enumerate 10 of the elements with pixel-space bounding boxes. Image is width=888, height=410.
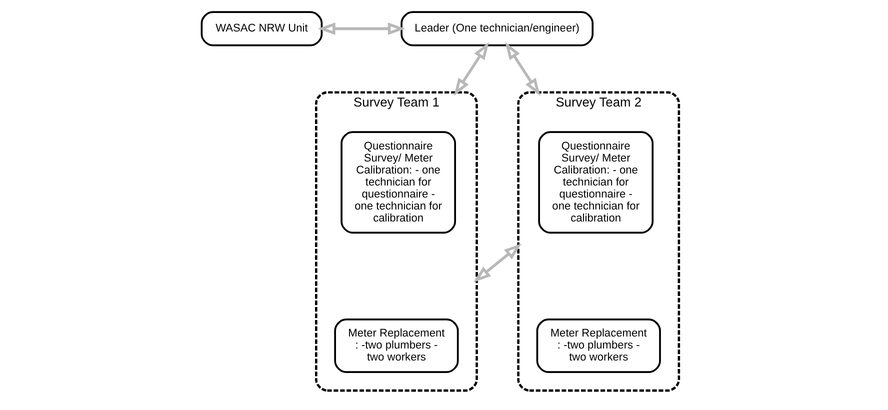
node-box: Questionnaire Survey/ Meter Calibration: - one technician for questionnaire - one technician for calibration (340, 131, 456, 234)
arrow (318, 22, 406, 35)
arrow (474, 243, 522, 282)
arrow (454, 42, 489, 96)
node-box: WASAC NRW Unit (200, 11, 323, 46)
node-box: Meter Replacement : -two plumbers - two workers (536, 318, 661, 373)
node-box: Meter Replacement : -two plumbers - two workers (334, 318, 459, 373)
arrow (505, 42, 540, 96)
node-box: Leader (One technician/engineer) (400, 11, 594, 46)
node-box: Questionnaire Survey/ Meter Calibration: - one technician for questionnaire - one technician for calibration (538, 131, 654, 234)
